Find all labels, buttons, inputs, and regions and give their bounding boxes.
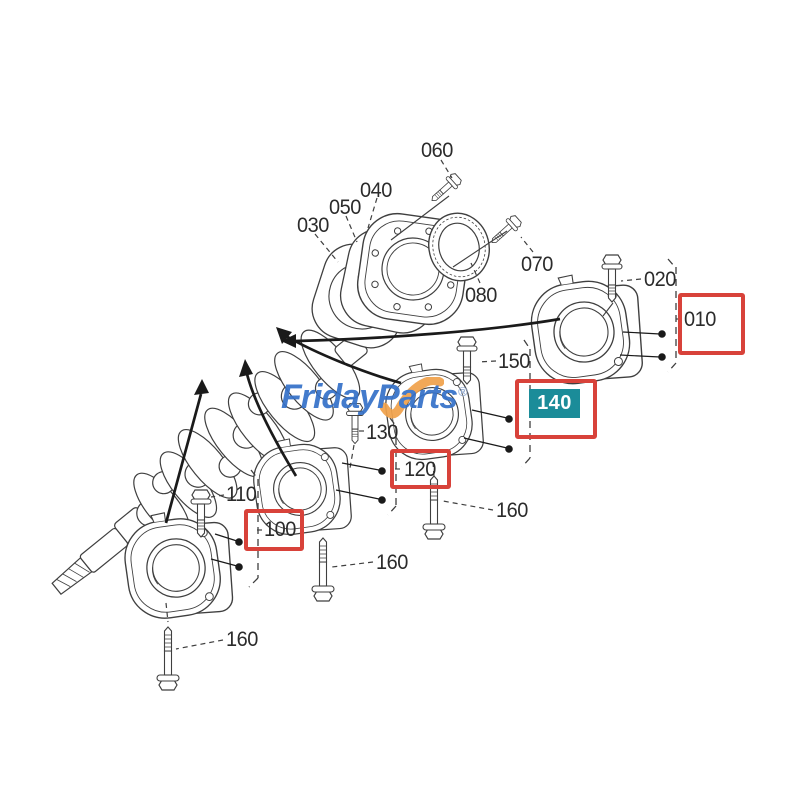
bolt-160-middle xyxy=(311,537,335,602)
part-label-070: 070 xyxy=(521,253,553,276)
watermark-text: FridayParts® xyxy=(281,378,468,416)
part-label-080: 080 xyxy=(465,284,497,307)
part-label-060: 060 xyxy=(421,139,453,162)
part-label-130: 130 xyxy=(366,421,398,444)
fridayparts-watermark: FridayParts® xyxy=(281,377,468,419)
bolt-070 xyxy=(486,212,524,249)
part-label-050: 050 xyxy=(329,196,361,219)
highlight-box-010 xyxy=(678,293,745,355)
part-label-110: 110 xyxy=(226,483,257,506)
part-label-010: 010 xyxy=(684,308,716,331)
watermark-brand-right: Parts xyxy=(377,378,458,416)
watermark-brand-left: Friday xyxy=(281,378,378,416)
highlight-box-140 xyxy=(515,379,597,439)
highlight-box-100 xyxy=(244,509,304,551)
part-label-160-right: 160 xyxy=(496,499,528,522)
seal-ring-080 xyxy=(428,212,490,282)
part-badge-140-label: 140 xyxy=(537,392,572,414)
part-label-120: 120 xyxy=(404,458,436,481)
leader-dot-lines xyxy=(210,330,666,571)
part-label-100: 100 xyxy=(264,518,296,541)
registered-mark: ® xyxy=(458,383,468,399)
part-label-030: 030 xyxy=(297,214,329,237)
part-label-160-middle: 160 xyxy=(376,551,408,574)
connector-lines xyxy=(390,195,614,317)
watermark-swoosh-icon xyxy=(379,377,444,419)
bearing-case-010 xyxy=(524,265,651,392)
part-label-040: 040 xyxy=(360,179,392,202)
part-label-020: 020 xyxy=(644,268,676,291)
part-badge-140: 140 xyxy=(529,389,580,418)
part-label-150: 150 xyxy=(498,350,530,373)
position-arrows xyxy=(164,317,561,524)
part-label-160-left: 160 xyxy=(226,628,258,651)
bolt-160-left xyxy=(156,626,180,691)
highlight-box-120 xyxy=(390,449,451,489)
bolt-060 xyxy=(426,170,464,207)
